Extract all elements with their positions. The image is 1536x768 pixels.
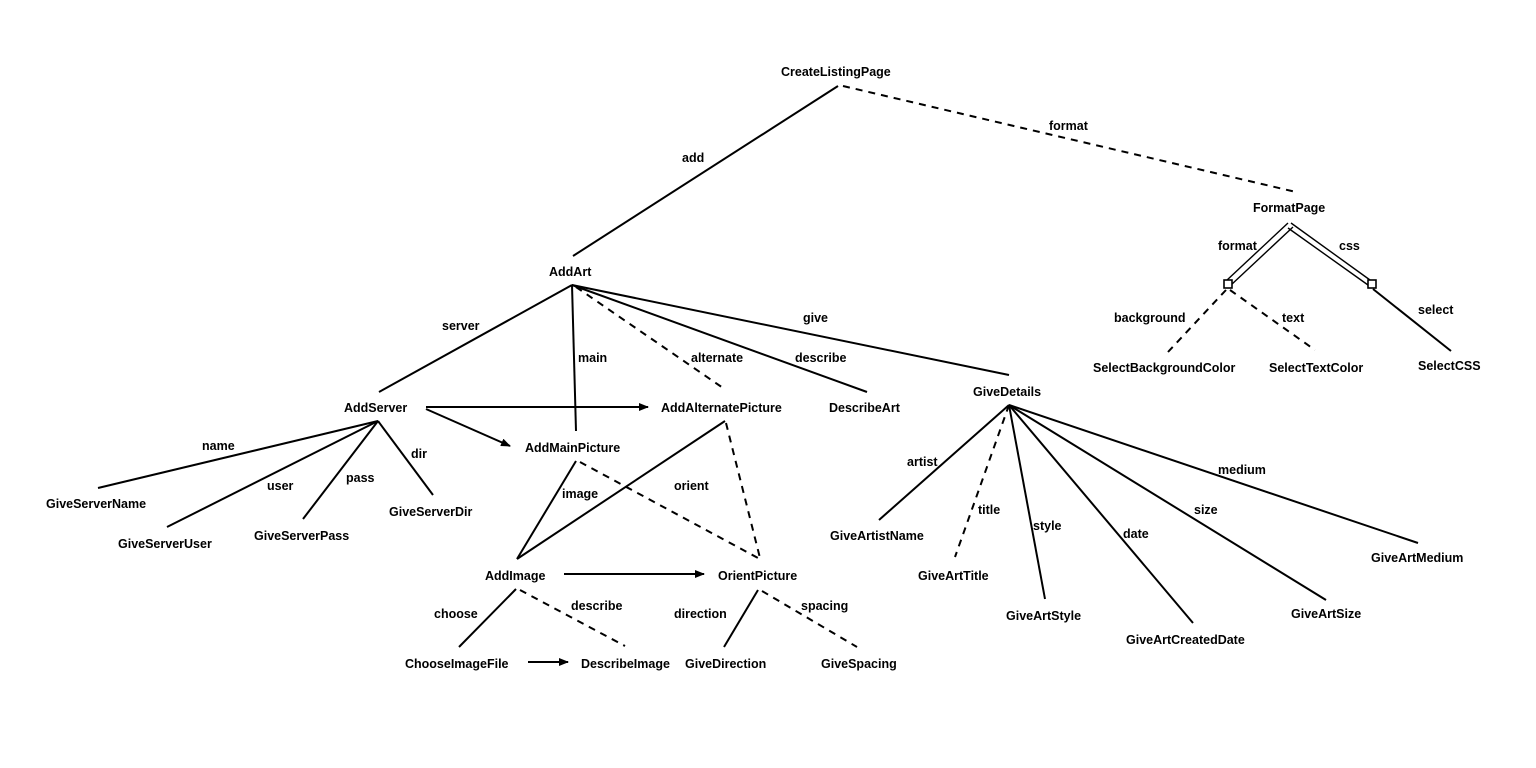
edge-label-spacing: spacing (801, 599, 848, 613)
node-give-art-title: GiveArtTitle (918, 569, 989, 583)
node-give-spacing: GiveSpacing (821, 657, 897, 671)
edge-alt-image (516, 420, 726, 560)
edge-title (954, 404, 1010, 558)
node-select-text-color: SelectTextColor (1269, 361, 1363, 375)
css-connector (1367, 279, 1377, 289)
node-add-server: AddServer (344, 401, 407, 415)
edge-label-medium: medium (1218, 463, 1266, 477)
node-give-details: GiveDetails (973, 385, 1041, 399)
edge-label-background: background (1114, 311, 1186, 325)
node-add-art: AddArt (549, 265, 592, 279)
edge-label-add: add (682, 151, 704, 165)
node-give-server-user: GiveServerUser (118, 537, 212, 551)
sequence-arrows (425, 403, 705, 666)
edge-choose (458, 588, 517, 648)
edge-label-describe-art: describe (795, 351, 846, 365)
edge-label-title: title (978, 503, 1000, 517)
node-add-main-picture: AddMainPicture (525, 441, 620, 455)
edge-label-give: give (803, 311, 828, 325)
edge-alt-orient (725, 422, 761, 559)
node-orient-picture: OrientPicture (718, 569, 797, 583)
node-describe-image: DescribeImage (581, 657, 670, 671)
edge-image (516, 460, 577, 560)
node-give-art-size: GiveArtSize (1291, 607, 1361, 621)
edge-formatpage-format (1225, 222, 1294, 286)
edge-style (1008, 404, 1046, 600)
node-create-listing-page: CreateListingPage (781, 65, 891, 79)
edge-direction (723, 589, 759, 648)
edge-artist (878, 404, 1010, 521)
edge-label-dir: dir (411, 447, 427, 461)
node-select-background-color: SelectBackgroundColor (1093, 361, 1236, 375)
edge-label-style: style (1033, 519, 1062, 533)
edge-orient (579, 461, 759, 559)
edge-label-date: date (1123, 527, 1149, 541)
format-connector (1223, 279, 1233, 289)
edge-label-format: format (1049, 119, 1089, 133)
edge-label-image: image (562, 487, 598, 501)
edge-add (572, 85, 839, 257)
edge-label-name: name (202, 439, 235, 453)
edge-pass (302, 420, 379, 520)
edge-label-alternate: alternate (691, 351, 743, 365)
node-describe-art: DescribeArt (829, 401, 901, 415)
arrow-addserver-addmainpicture (425, 408, 511, 447)
edge-main (571, 284, 577, 432)
edge-name (97, 420, 379, 489)
node-give-direction: GiveDirection (685, 657, 766, 671)
edge-date (1008, 404, 1194, 624)
edge-labels: add format format css background text se… (202, 119, 1454, 621)
node-select-css: SelectCSS (1418, 359, 1481, 373)
edge-label-formatpage-format: format (1218, 239, 1258, 253)
edge-label-user: user (267, 479, 294, 493)
edge-label-server: server (442, 319, 480, 333)
edge-formatpage-css (1287, 222, 1371, 286)
edge-give (571, 284, 1010, 376)
edge-spacing (761, 590, 858, 648)
nodes: CreateListingPage FormatPage AddArt Sele… (46, 65, 1481, 671)
edge-label-pass: pass (346, 471, 375, 485)
edge-label-main: main (578, 351, 607, 365)
edge-size (1008, 404, 1327, 601)
edge-format (842, 85, 1297, 193)
edge-user (166, 420, 379, 528)
node-give-art-medium: GiveArtMedium (1371, 551, 1463, 565)
node-format-page: FormatPage (1253, 201, 1325, 215)
edges (97, 85, 1452, 648)
edge-describe-art (571, 284, 868, 393)
node-give-server-pass: GiveServerPass (254, 529, 349, 543)
edge-text (1229, 289, 1316, 351)
node-give-art-created-date: GiveArtCreatedDate (1126, 633, 1245, 647)
edge-select (1372, 288, 1452, 352)
edge-label-artist: artist (907, 455, 938, 469)
edge-label-orient: orient (674, 479, 710, 493)
edge-label-css: css (1339, 239, 1360, 253)
node-add-image: AddImage (485, 569, 545, 583)
edge-server (378, 284, 573, 393)
edge-label-direction: direction (674, 607, 727, 621)
edge-dir (377, 420, 434, 496)
edge-describe-image (519, 589, 626, 647)
node-give-artist-name: GiveArtistName (830, 529, 924, 543)
node-give-server-dir: GiveServerDir (389, 505, 473, 519)
edge-label-size: size (1194, 503, 1218, 517)
edge-label-select: select (1418, 303, 1454, 317)
node-add-alternate-picture: AddAlternatePicture (661, 401, 782, 415)
edge-alternate (575, 286, 727, 391)
edge-label-describe-image: describe (571, 599, 622, 613)
node-give-server-name: GiveServerName (46, 497, 146, 511)
edge-background (1167, 289, 1227, 353)
node-choose-image-file: ChooseImageFile (405, 657, 509, 671)
edge-label-text: text (1282, 311, 1305, 325)
edge-label-choose: choose (434, 607, 478, 621)
node-give-art-style: GiveArtStyle (1006, 609, 1081, 623)
edge-medium (1008, 404, 1419, 544)
